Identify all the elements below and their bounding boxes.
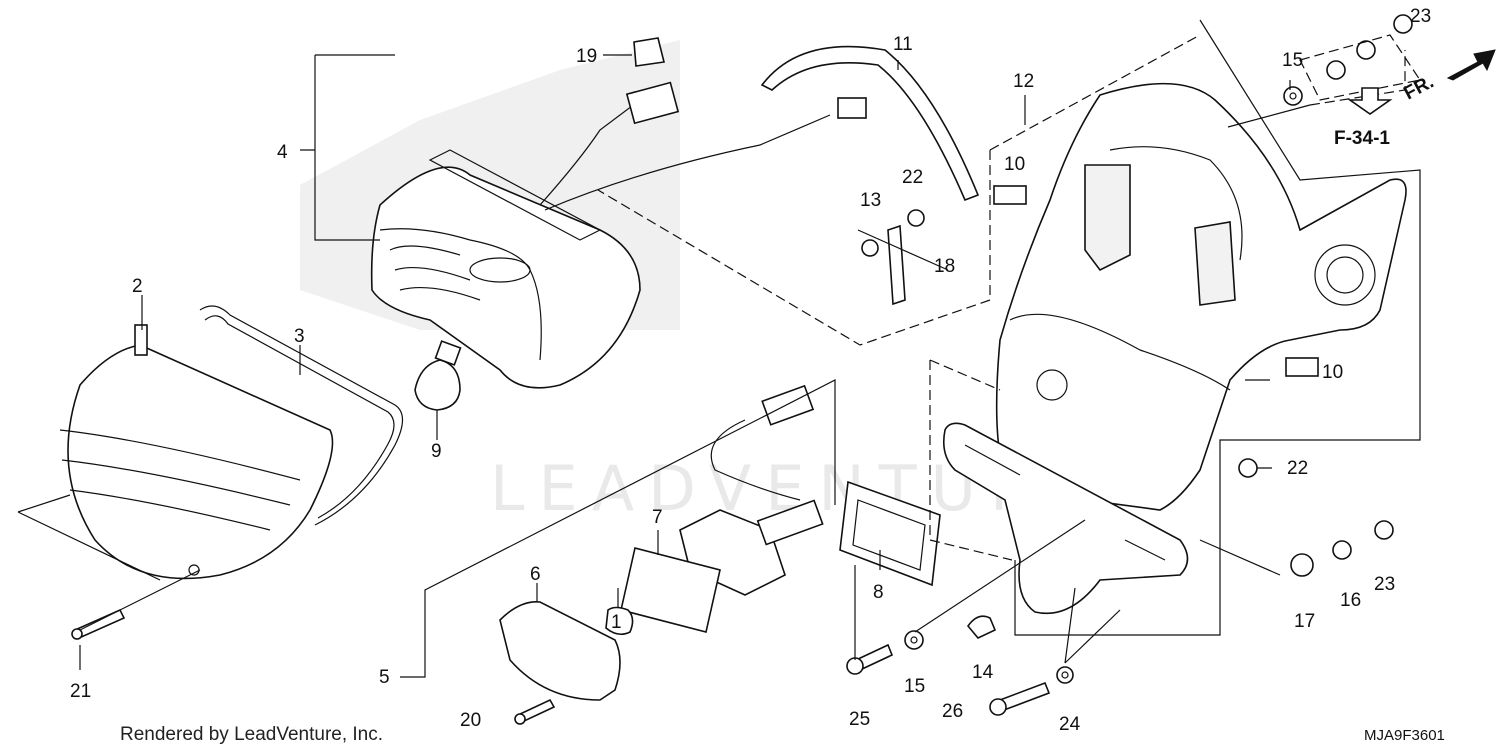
callout-13: 13: [860, 190, 881, 211]
callout-8: 8: [873, 582, 884, 603]
tail-light-unit: [300, 37, 867, 389]
leader-lines: [17, 19, 1421, 678]
callout-22-lower: 22: [1287, 458, 1308, 479]
callout-5: 5: [379, 667, 390, 688]
callout-16: 16: [1340, 590, 1361, 611]
callout-23-upper: 23: [1410, 6, 1431, 27]
reflector: [839, 480, 941, 587]
callout-19: 19: [576, 46, 597, 67]
reference-label: F-34-1: [1334, 128, 1390, 149]
callout-3: 3: [294, 326, 305, 347]
front-direction-marker: FR.: [1400, 49, 1496, 105]
callout-4: 4: [277, 142, 288, 163]
callout-2: 2: [132, 276, 143, 297]
trim-strip: [760, 45, 980, 202]
front-label: FR.: [1400, 72, 1437, 105]
license-bracket: [942, 422, 1189, 615]
callout-15-lower: 15: [904, 676, 925, 697]
callout-6: 6: [530, 564, 541, 585]
callout-26: 26: [942, 701, 963, 722]
callout-14: 14: [972, 662, 994, 683]
callout-10-lower: 10: [1322, 362, 1343, 383]
callout-23-lower: 23: [1374, 574, 1395, 595]
callout-20: 20: [460, 710, 481, 731]
callout-25: 25: [849, 709, 870, 730]
callout-12: 12: [1013, 71, 1034, 92]
callout-24: 24: [1059, 714, 1081, 735]
license-light-assembly: [499, 384, 824, 701]
callout-9: 9: [431, 441, 442, 462]
rear-fender: [993, 82, 1407, 511]
diagram-code: MJA9F3601: [1364, 727, 1445, 744]
callout-10-upper: 10: [1004, 154, 1025, 175]
callout-22-upper: 22: [902, 167, 923, 188]
bulb-9: [414, 340, 462, 411]
callout-1: 1: [611, 612, 622, 633]
callout-17: 17: [1294, 611, 1315, 632]
callout-15-upper: 15: [1282, 50, 1303, 71]
callout-labels: 1 2 3 4 5 6 7 8 9 10 10 11 12 13 14 15 1…: [70, 6, 1431, 735]
front-arrow-icon: [1446, 49, 1496, 81]
reference-marker: F-34-1: [1334, 87, 1393, 149]
lens-gasket: [199, 305, 404, 526]
tail-lens: [59, 324, 334, 580]
callout-18: 18: [934, 256, 955, 277]
callout-7: 7: [652, 507, 663, 528]
footer-credit: Rendered by LeadVenture, Inc.: [120, 724, 383, 745]
callout-21: 21: [70, 681, 91, 702]
callout-11: 11: [893, 34, 913, 55]
